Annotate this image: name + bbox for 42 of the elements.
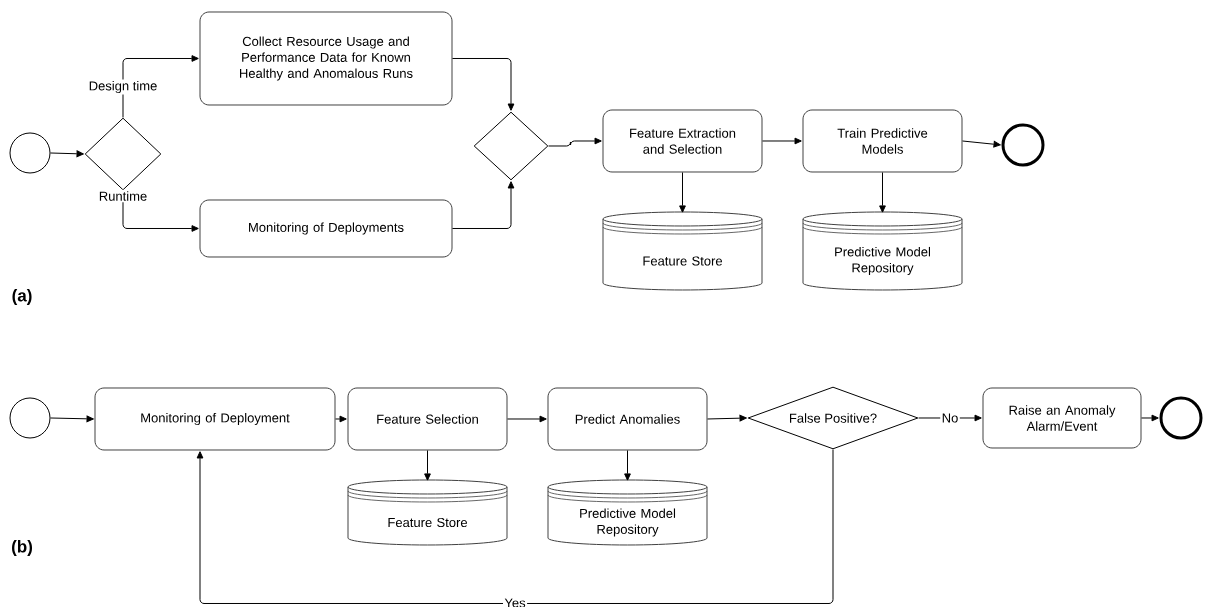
arrow [918, 414, 982, 422]
process-box: Feature Extraction and Selection [602, 109, 763, 173]
process-box: Train Predictive Models [802, 109, 963, 173]
edge-label: Yes [502, 596, 528, 607]
process-box: Raise an Anomaly Alarm/Event [982, 387, 1142, 449]
process-box: Predict Anomalies [547, 387, 708, 451]
arrow [452, 58, 515, 111]
process-box: Feature Selection [347, 387, 508, 451]
arrow [548, 137, 602, 147]
arrow [122, 55, 199, 118]
arrow [962, 140, 1001, 148]
gateway-diamond [473, 111, 549, 181]
data-store-cylinder: Feature Store [347, 479, 508, 546]
edge-label: Design time [87, 79, 159, 95]
arrow [679, 172, 686, 213]
data-store-cylinder: Predictive Model Repository [547, 479, 708, 546]
start-event-circle [9, 397, 51, 439]
arrow [507, 415, 547, 423]
arrow [1141, 414, 1159, 422]
panel-label: (b) [12, 540, 32, 556]
gateway-diamond [84, 117, 162, 191]
arrow [50, 415, 94, 423]
arrow [50, 150, 84, 158]
start-event-circle [9, 132, 51, 174]
data-store-cylinder: Predictive Model Repository [802, 211, 963, 291]
arrow [335, 415, 347, 423]
panel-label: (a) [12, 289, 32, 305]
end-event-circle [1159, 396, 1203, 440]
process-box: Collect Resource Usage and Performance Data for Known Healthy and Anomalous Runs [199, 11, 453, 106]
arrow [452, 181, 515, 229]
arrow [424, 450, 431, 481]
end-event-circle [1001, 123, 1045, 167]
arrow [879, 172, 886, 213]
arrow [707, 414, 747, 422]
edge-label: No [940, 411, 960, 425]
arrow [624, 450, 631, 481]
process-box: Monitoring of Deployments [199, 199, 453, 258]
arrow [762, 137, 802, 145]
process-box: Monitoring of Deployment [94, 387, 336, 451]
data-store-cylinder: Feature Store [602, 211, 763, 291]
arrow [196, 449, 834, 604]
edge-label: Runtime [97, 189, 149, 203]
